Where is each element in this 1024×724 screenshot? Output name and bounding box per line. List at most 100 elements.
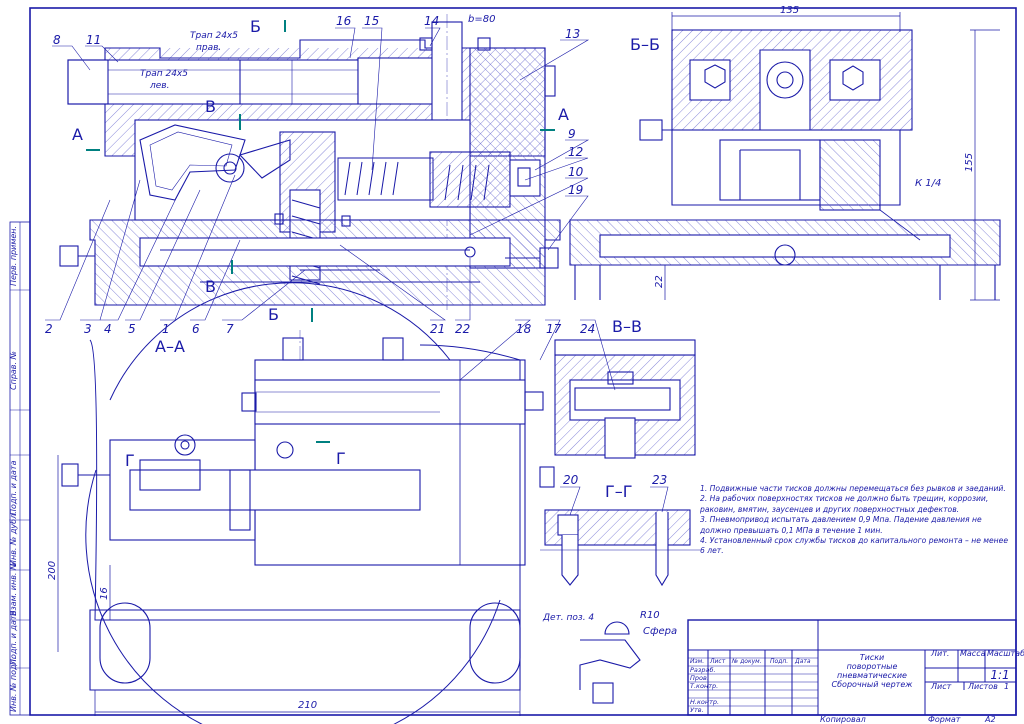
- dimension-labels: b=80 135 155 22 200 16 210 К 1/4 R10 Сфе…: [47, 5, 975, 711]
- callout-8: 8: [53, 33, 61, 47]
- main-section-view: [59, 14, 561, 310]
- callout-20: 20: [563, 473, 579, 487]
- callout-leaders: [45, 27, 669, 516]
- tb-podp: Подп.: [770, 658, 788, 665]
- callout-17: 17: [546, 322, 562, 336]
- title-block: [687, 619, 1017, 716]
- tb-list-col: Лист: [709, 658, 726, 665]
- tb-kopiroval: Копировал: [820, 715, 866, 724]
- tb-listov-value: 1: [1004, 682, 1009, 691]
- view-titles: Б–Б А–А В–В Г–Г: [155, 35, 660, 501]
- view-title-bb: Б–Б: [630, 35, 660, 54]
- tb-list: Лист: [930, 682, 952, 691]
- tb-tkontr: Т.контр.: [690, 682, 718, 690]
- callout-12: 12: [568, 145, 583, 159]
- note-4: 4. Установленный срок службы тисков до к…: [700, 536, 1008, 556]
- tb-utv: Утв.: [690, 706, 704, 714]
- mark-b-top: Б: [250, 17, 261, 36]
- mark-v-top: В: [205, 97, 216, 116]
- tb-izm: Изм.: [690, 658, 704, 665]
- view-title-aa: А–А: [155, 337, 185, 356]
- thread-note-right: Трап 24х5: [190, 31, 238, 41]
- tb-format: Формат: [928, 715, 961, 724]
- dim-b80: b=80: [468, 14, 495, 25]
- section-marks: Б В А А В Б Г Г: [72, 17, 569, 470]
- section-bb-view: [569, 12, 1001, 301]
- callout-23: 23: [652, 473, 667, 487]
- callout-19: 19: [568, 183, 583, 197]
- callout-11: 11: [86, 33, 101, 47]
- tb-masshtab: Масштаб: [987, 649, 1024, 658]
- tb-lit: Лит.: [930, 649, 949, 658]
- stamp-podp-data-1: Подп. и дата: [9, 460, 18, 515]
- mark-a-left: А: [72, 125, 83, 144]
- thread-note-left: Трап 24х5: [140, 69, 188, 79]
- tb-massa: Масса: [960, 649, 986, 658]
- callout-15: 15: [364, 14, 379, 28]
- callout-24: 24: [580, 322, 595, 336]
- dim-sfera: Сфера: [643, 626, 677, 637]
- tb-nkontr: Н.контр.: [690, 698, 719, 706]
- tb-prov: Пров.: [690, 674, 709, 682]
- view-title-vv: В–В: [612, 317, 642, 336]
- stamp-inv-dubl: Инв. № дубл.: [9, 511, 18, 566]
- callout-7: 7: [226, 322, 234, 336]
- callout-10: 10: [568, 165, 584, 179]
- title-line-1: Тиски: [860, 653, 885, 662]
- stamp-perv-primen: Перв. примен.: [9, 226, 18, 286]
- thread-notes: Трап 24х5 прав. Трап 24х5 лев.: [140, 31, 238, 91]
- section-aa-view: [57, 282, 555, 724]
- stamp-vzam-inv: Взам. инв. №: [9, 562, 18, 616]
- tb-format-value: А2: [984, 715, 996, 724]
- title-line-4: Сборочный чертеж: [832, 680, 914, 689]
- callout-9: 9: [568, 127, 576, 141]
- tb-scale-value: 1:1: [990, 668, 1009, 682]
- mark-v-bottom: В: [205, 277, 216, 296]
- callout-4: 4: [104, 322, 112, 336]
- stamp-sprav: Справ. №: [9, 351, 18, 390]
- callout-21: 21: [430, 322, 445, 336]
- tb-listov: Листов: [967, 682, 998, 691]
- spring-12: [444, 164, 490, 201]
- callout-2: 2: [45, 322, 53, 336]
- mark-a-right: А: [558, 105, 569, 124]
- title-line-3: пневматические: [837, 671, 907, 680]
- title-block-text: Тиски поворотные пневматические Сборочны…: [690, 649, 1024, 724]
- callout-3: 3: [84, 322, 92, 336]
- stamp-inv-podl: Инв. № подл.: [9, 657, 18, 712]
- thread-note-right-hand: прав.: [196, 43, 221, 53]
- detail-pos-4: [579, 621, 641, 704]
- dim-210: 210: [298, 700, 317, 711]
- technical-requirements: 1. Подвижные части тисков должны перемещ…: [700, 484, 1012, 557]
- callout-14: 14: [424, 14, 439, 28]
- mark-g-right: Г: [336, 449, 346, 468]
- callout-1: 1: [162, 322, 170, 336]
- sheet-frame: [9, 7, 1017, 716]
- callout-5: 5: [128, 322, 136, 336]
- dim-r10: R10: [640, 610, 660, 621]
- dim-135: 135: [780, 5, 799, 16]
- title-line-2: поворотные: [847, 662, 898, 671]
- section-vv-view: [554, 339, 696, 459]
- note-1: 1. Подвижные части тисков должны перемещ…: [700, 484, 1006, 493]
- detail-label: Дет. поз. 4: [542, 613, 594, 623]
- mark-b-bottom: Б: [268, 305, 279, 324]
- stamp-podp-data-2: Подп. и дата: [9, 610, 18, 665]
- dim-k14: К 1/4: [915, 178, 941, 189]
- note-3: 3. Пневмопривод испытать давлением 0,9 М…: [700, 515, 982, 535]
- side-stamp: Перв. примен. Справ. № Подп. и дата Инв.…: [9, 226, 18, 712]
- view-title-gg: Г–Г: [605, 482, 633, 501]
- dim-200: 200: [47, 561, 58, 580]
- dim-16: 16: [99, 587, 110, 600]
- callout-16: 16: [336, 14, 352, 28]
- section-gg-view: [540, 509, 700, 587]
- tb-razrab: Разраб.: [690, 666, 716, 674]
- thread-note-left-hand: лев.: [149, 81, 169, 91]
- tb-data: Дата: [794, 658, 811, 665]
- mark-g-left: Г: [125, 451, 135, 470]
- callout-6: 6: [192, 322, 200, 336]
- tb-ndokum: № докум.: [731, 658, 762, 665]
- dim-155: 155: [964, 153, 975, 172]
- callout-22: 22: [455, 322, 470, 336]
